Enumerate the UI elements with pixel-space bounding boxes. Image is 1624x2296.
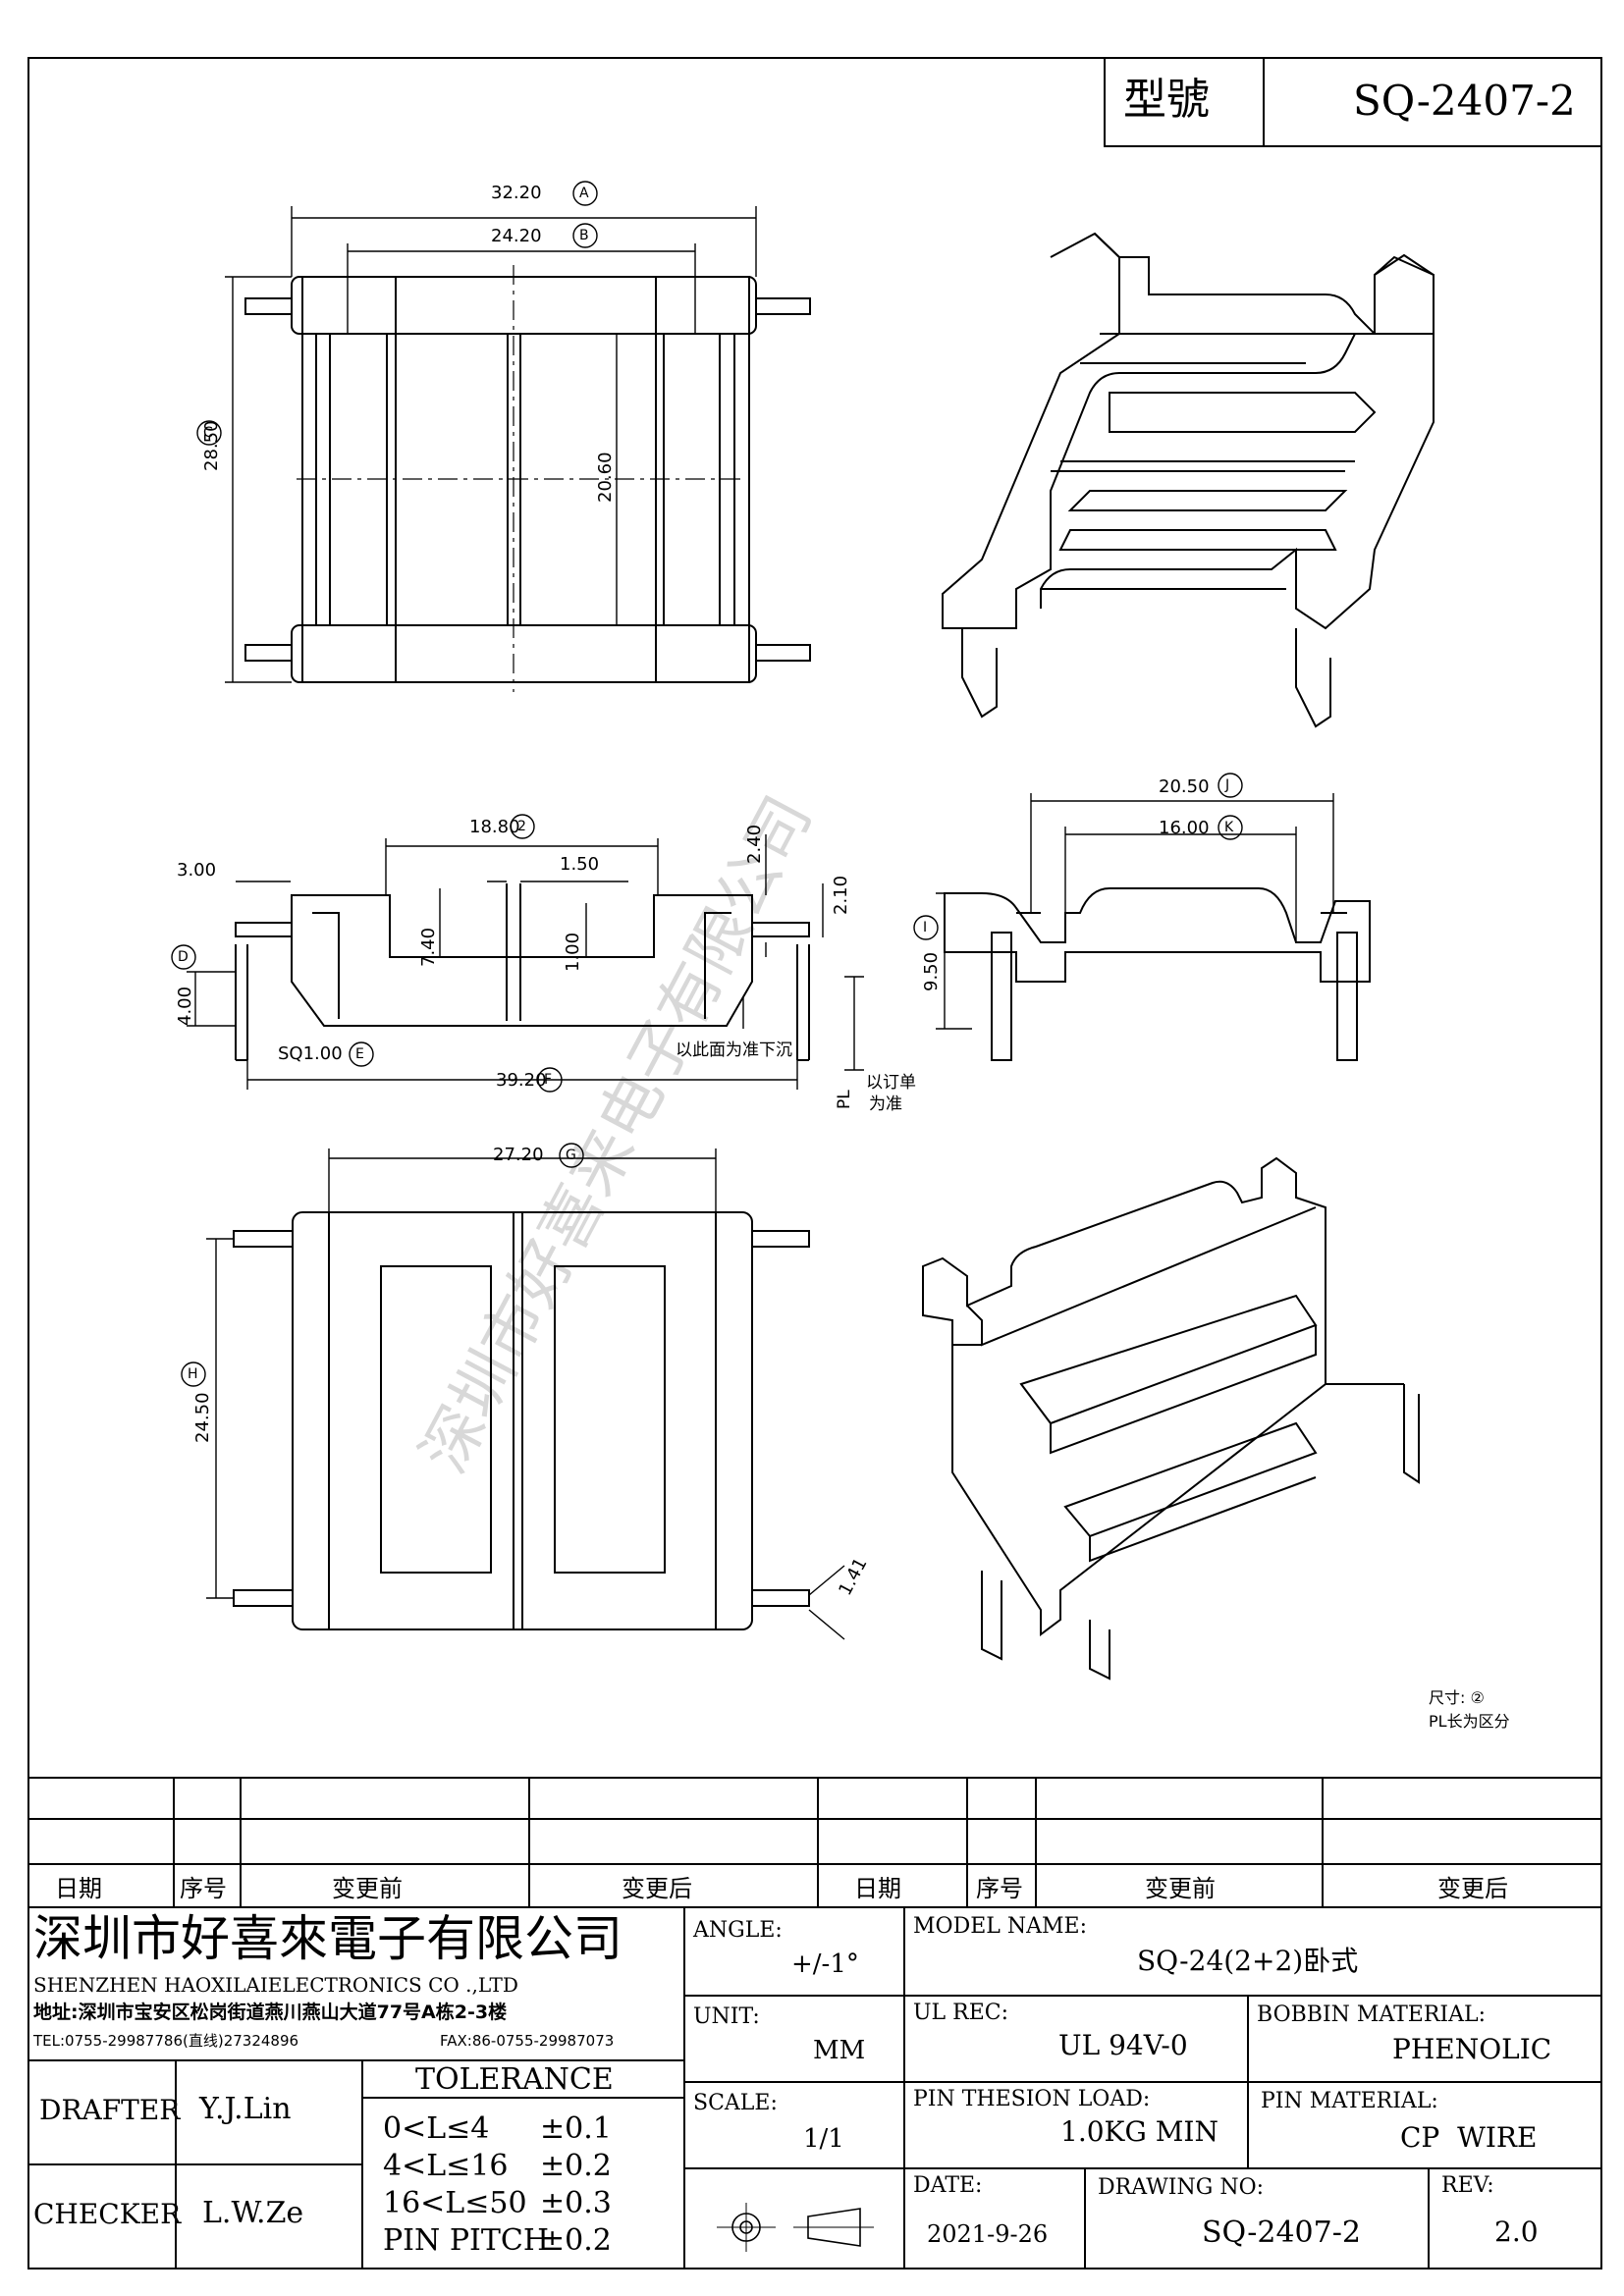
dim-a-tag: A [579,186,589,201]
rev-label: REV: [1441,2173,1494,2198]
tol-range-0: 0<L≤4 [383,2111,490,2146]
ul-label: UL REC: [913,2001,1009,2025]
rev-header-after-1: 变更后 [622,1875,692,1902]
rev-header-before-2: 变更前 [1145,1875,1216,1902]
tolerance-label: TOLERANCE [415,2062,614,2097]
unit-label: UNIT: [693,2004,760,2029]
drawing-sheet [27,57,1602,2269]
tol-val-2: ±0.3 [540,2186,612,2220]
dim-f-tag: F [544,1072,553,1088]
note-pl: PL长为区分 [1429,1712,1510,1731]
company-name-cn: 深圳市好喜來電子有限公司 [33,1910,623,1967]
rev-value: 2.0 [1494,2216,1539,2248]
checker-label: CHECKER [33,2198,182,2230]
note-order-1: 以订单 [866,1073,916,1093]
dim-300-value: 3.00 [177,860,217,881]
side-view [235,883,810,1061]
dim-a-value: 32.20 [491,183,542,203]
rev-header-no-2: 序号 [976,1875,1023,1902]
drawing-no-value: SQ-2407-2 [1202,2216,1361,2250]
date-value: 2021-9-26 [927,2220,1049,2248]
end-view [944,887,1371,1061]
dim-b-value: 24.20 [491,226,542,246]
scale-value: 1/1 [803,2124,844,2154]
pin-mat-label: PIN MATERIAL: [1261,2089,1438,2113]
pin-mat-value: CP WIRE [1400,2121,1538,2154]
dim-d2-value: 18.80 [469,817,520,837]
dim-e-tag: E [355,1046,364,1062]
drafter-label: DRAFTER [39,2094,181,2126]
dim-f-value: 39.20 [496,1070,547,1091]
angle-value: +/-1° [791,1949,859,1979]
dim-g-value: 27.20 [493,1145,544,1165]
tol-val-1: ±0.2 [540,2149,612,2183]
company-tel: TEL:0755-29987786(直线)27324896 [33,2032,299,2050]
isometric-view-top [942,232,1435,728]
isometric-view-bottom [922,1156,1420,1681]
pin-load-value: 1.0KG MIN [1060,2115,1218,2148]
dim-h-tag: H [188,1366,198,1382]
unit-value: MM [813,2036,866,2065]
company-fax: FAX:86-0755-29987073 [440,2032,615,2050]
note-order-2: 为准 [869,1095,902,1114]
header-model-box: 型號 SQ-2407-2 [1104,57,1602,147]
dim-pl-label: PL [835,1090,854,1109]
rev-header-before-1: 变更前 [332,1875,403,1902]
dim-b-tag: B [579,228,589,243]
dim-i-tag: I [923,920,928,935]
note-size: 尺寸: ② [1429,1688,1485,1707]
dim-inner-h-value: 20.60 [595,452,616,503]
dim-h-value: 24.50 [192,1392,213,1443]
rev-header-no-1: 序号 [180,1875,227,1902]
drawing-no-label: DRAWING NO: [1098,2175,1265,2200]
dim-k-value: 16.00 [1159,818,1210,838]
dim-c-tag: C [203,425,213,441]
dim-400-value: 4.00 [175,986,195,1026]
company-address: 地址:深圳市宝安区松岗街道燕川燕山大道77号A栋2-3楼 [33,2002,508,2023]
tol-range-2: 16<L≤50 [383,2186,527,2220]
pin-load-label: PIN THESION LOAD: [913,2087,1151,2111]
bobbin-label: BOBBIN MATERIAL: [1257,2002,1486,2027]
tol-range-3: PIN PITCH [383,2223,549,2258]
dim-740-value: 7.40 [418,927,439,967]
revision-table: 日期 序号 变更前 变更后 日期 序号 变更前 变更后 [27,1777,1602,1908]
model-value: SQ-2407-2 [1353,77,1576,125]
drafter-value: Y.J.Lin [199,2092,292,2126]
title-block: 深圳市好喜來電子有限公司 SHENZHEN HAOXILAIELECTRONIC… [27,1908,1602,2269]
dim-210-value: 2.10 [831,875,851,915]
bobbin-value: PHENOLIC [1392,2033,1552,2065]
dim-k-tag: K [1224,820,1234,835]
tol-val-3: ±0.2 [540,2223,612,2258]
rev-header-date-2: 日期 [854,1875,901,1902]
company-name-en: SHENZHEN HAOXILAIELECTRONICS CO .,LTD [33,1973,518,1997]
bottom-view [233,1211,810,1630]
rev-header-date-1: 日期 [55,1875,102,1902]
dim-j-value: 20.50 [1159,776,1210,797]
dim-g-tag: G [566,1148,576,1163]
model-name-label: MODEL NAME: [913,1914,1087,1939]
angle-label: ANGLE: [693,1918,783,1943]
dim-100-value: 1.00 [563,932,583,972]
dim-240-value: 2.40 [744,824,765,864]
dim-c-value: 28.50 [201,420,222,471]
checker-value: L.W.Ze [202,2196,304,2230]
tol-range-1: 4<L≤16 [383,2149,509,2183]
dim-j-tag: J [1225,777,1230,793]
tol-val-0: ±0.1 [540,2111,612,2146]
technical-drawing [171,181,1435,1681]
model-label: 型號 [1123,75,1210,125]
dim-i-value: 9.50 [921,951,942,991]
projection-symbol [717,2203,874,2252]
scale-label: SCALE: [693,2091,778,2115]
dim-d-tag: D [178,949,189,965]
dim-d2-tag: 2 [517,819,526,834]
ul-value: UL 94V-0 [1058,2029,1188,2061]
note-sink: 以此面为准下沉 [676,1041,792,1060]
rev-header-after-2: 变更后 [1437,1875,1508,1902]
model-name-value: SQ-24(2+2)卧式 [1137,1945,1359,1977]
dim-150-value: 1.50 [560,854,600,875]
date-label: DATE: [913,2173,983,2198]
dim-sq-value: SQ1.00 [278,1043,343,1064]
